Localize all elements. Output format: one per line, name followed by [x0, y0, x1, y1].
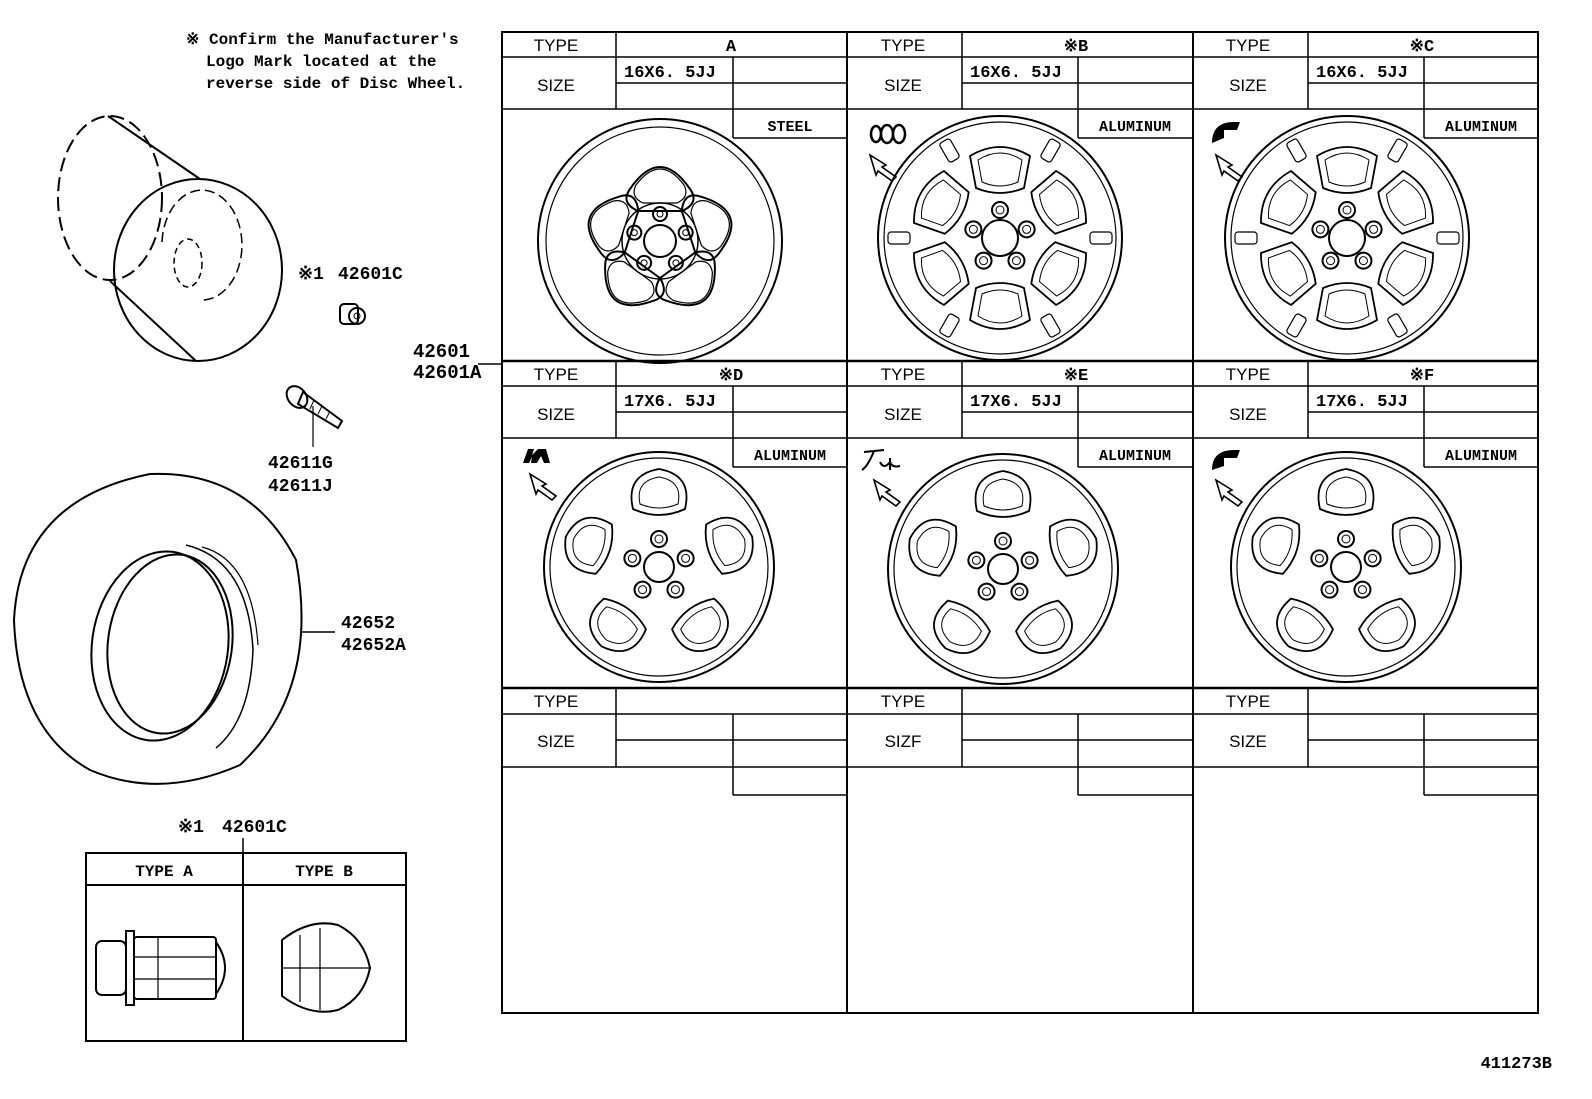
- wheel-table-grid: [501, 31, 1539, 1014]
- tire-part-number-alt: 42652A: [341, 636, 406, 656]
- nut-type-box: [85, 852, 407, 1042]
- material-value: STEEL: [767, 119, 812, 136]
- size-label: SIZE: [537, 405, 575, 424]
- material-value: ALUMINUM: [1099, 448, 1171, 465]
- size-value: 17X6. 5JJ: [624, 393, 716, 412]
- wheel-part-number: 42601: [413, 341, 470, 363]
- wheel-cell-empty-1: TYPE SIZE: [534, 692, 578, 751]
- type-label: TYPE: [1226, 365, 1270, 384]
- wheel-cell-f: TYPE ※F SIZE 17X6. 5JJ ALUMINUM: [1212, 365, 1517, 682]
- size-value: 16X6. 5JJ: [1316, 64, 1408, 83]
- type-value: ※C: [1410, 38, 1434, 57]
- logo-note: ※ Confirm the Manufacturer's Logo Mark l…: [186, 31, 465, 93]
- type-label: TYPE: [881, 692, 925, 711]
- type-value: ※E: [1064, 367, 1088, 386]
- type-label: TYPE: [1226, 36, 1270, 55]
- size-value: 16X6. 5JJ: [624, 64, 716, 83]
- valve-drawing: [285, 385, 344, 447]
- type-label: TYPE: [534, 365, 578, 384]
- wheel-cell-empty-3: TYPE SIZE: [1226, 692, 1270, 751]
- type-label: TYPE: [534, 692, 578, 711]
- valve-part-number-alt: 42611J: [268, 477, 333, 497]
- wheel-cell-empty-2: TYPE SIZF: [881, 692, 925, 751]
- nut-type-b-drawing: [281, 922, 372, 1013]
- type-label: TYPE: [534, 36, 578, 55]
- nut-box-part-number: 42601C: [222, 818, 287, 838]
- size-label: SIZE: [537, 76, 575, 95]
- figure-id: 411273B: [1481, 1055, 1552, 1074]
- arrow-icon: [869, 154, 897, 182]
- type-value: A: [726, 38, 737, 57]
- size-value: 17X6. 5JJ: [970, 393, 1062, 412]
- nut-part-number: 42601C: [338, 265, 403, 285]
- nut-type-b-label: TYPE B: [295, 863, 353, 881]
- valve-part-number: 42611G: [268, 454, 333, 474]
- nut-type-a-drawing: [95, 930, 226, 1006]
- size-label: SIZE: [884, 405, 922, 424]
- note-line-2: Logo Mark located at the: [206, 53, 436, 71]
- disc-wheel-drawing: [57, 115, 283, 362]
- alloy-wheel-image: [544, 452, 774, 682]
- chuo-logo-icon: [861, 449, 901, 471]
- wheel-part-number-alt: 42601A: [413, 362, 482, 384]
- wheel-cell-a: TYPE A SIZE 16X6. 5JJ STEEL: [534, 36, 813, 363]
- size-label: SIZF: [885, 732, 922, 751]
- arrow-icon: [873, 479, 901, 507]
- tire-drawing: [12, 472, 335, 785]
- wheel-cell-b: TYPE ※B SIZE 16X6. 5JJ ALUMINUM: [869, 36, 1171, 360]
- nut-type-a-label: TYPE A: [135, 863, 193, 881]
- alloy-wheel-image: [878, 116, 1122, 360]
- steel-wheel-image: [538, 119, 782, 363]
- note-line-3: reverse side of Disc Wheel.: [206, 75, 465, 93]
- arrow-icon: [529, 473, 557, 501]
- topy-logo-icon: [869, 123, 907, 145]
- wheel-nut-drawing: [339, 303, 366, 325]
- size-label: SIZE: [1229, 76, 1267, 95]
- material-value: ALUMINUM: [1445, 119, 1517, 136]
- type-value: ※B: [1064, 38, 1088, 57]
- alloy-wheel-image: [888, 454, 1118, 684]
- wheel-cell-c: TYPE ※C SIZE 16X6. 5JJ ALUMINUM: [1212, 36, 1517, 360]
- material-value: ALUMINUM: [1099, 119, 1171, 136]
- type-value: ※D: [719, 367, 743, 386]
- material-value: ALUMINUM: [754, 448, 826, 465]
- material-value: ALUMINUM: [1445, 448, 1517, 465]
- wheel-cell-e: TYPE ※E SIZE 17X6. 5JJ ALUMINUM: [861, 365, 1171, 684]
- type-label: TYPE: [881, 36, 925, 55]
- type-value: ※F: [1410, 367, 1434, 386]
- size-label: SIZE: [537, 732, 575, 751]
- nut-note-mark: ※1: [298, 265, 324, 285]
- size-label: SIZE: [1229, 405, 1267, 424]
- type-label: TYPE: [1226, 692, 1270, 711]
- nut-box-mark: ※1: [178, 818, 204, 838]
- size-value: 17X6. 5JJ: [1316, 393, 1408, 412]
- enkei-logo-icon: [1212, 122, 1240, 143]
- wheel-cell-d: TYPE ※D SIZE 17X6. 5JJ ALUMINUM: [523, 365, 826, 682]
- note-line-1: ※ Confirm the Manufacturer's: [186, 31, 459, 49]
- tire-part-number: 42652: [341, 614, 395, 634]
- type-label: TYPE: [881, 365, 925, 384]
- arrow-icon: [1215, 154, 1243, 182]
- size-label: SIZE: [884, 76, 922, 95]
- alloy-wheel-image: [1225, 116, 1469, 360]
- arrow-icon: [1215, 479, 1243, 507]
- enkei-logo-icon: [1212, 450, 1240, 470]
- alloy-wheel-image: [1231, 452, 1461, 682]
- size-value: 16X6. 5JJ: [970, 64, 1062, 83]
- central-logo-icon: [523, 449, 550, 463]
- size-label: SIZE: [1229, 732, 1267, 751]
